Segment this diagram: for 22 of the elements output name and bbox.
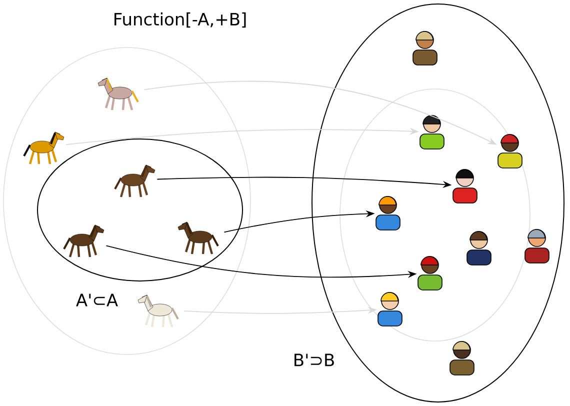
person-icon [450, 341, 474, 376]
set-ellipse [3, 47, 251, 355]
set-label: B'⊃B [294, 354, 334, 366]
horse-drawing [114, 164, 156, 198]
person-icon [376, 196, 400, 230]
horse-drawing [178, 222, 219, 256]
horse-drawing [98, 78, 139, 112]
set-ellipse [37, 138, 243, 282]
title: Function[-A,+B] [114, 12, 246, 28]
person-icon [466, 231, 492, 266]
set-label: A'⊂A [76, 294, 118, 306]
person-icon [498, 134, 522, 168]
person-icon [452, 169, 478, 204]
person-icon [378, 292, 402, 326]
person-icon [420, 115, 444, 150]
person-icon [418, 256, 442, 290]
horse-drawing [138, 294, 179, 328]
person-icon [524, 229, 550, 264]
horse-drawing [23, 132, 64, 166]
set-ellipse [340, 88, 530, 342]
person-icon [412, 31, 438, 66]
horse-drawing [63, 224, 104, 258]
